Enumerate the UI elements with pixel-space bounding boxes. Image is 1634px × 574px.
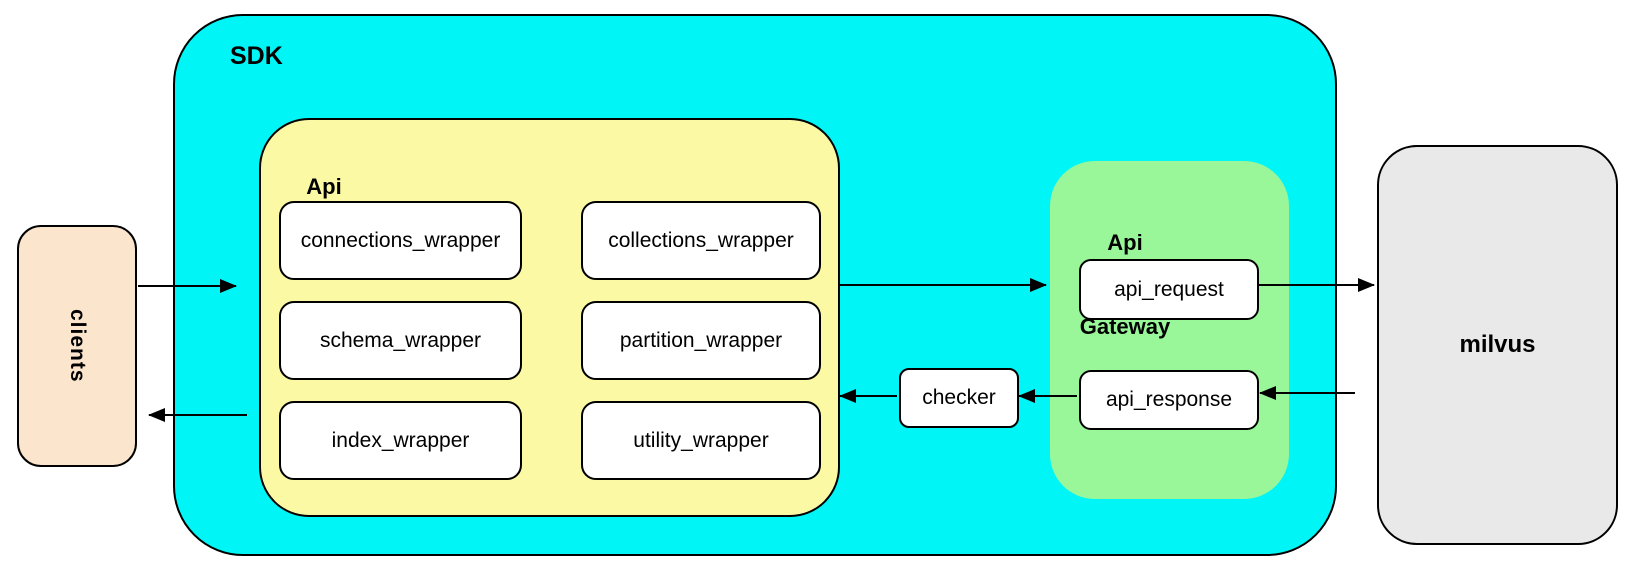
api-gateway-label-line1: Api [1107,230,1143,255]
milvus-label: milvus [1459,331,1536,358]
partition-wrapper-node: partition_wrapper [581,301,821,380]
schema-wrapper-node: schema_wrapper [279,301,522,380]
api-wrapper-label-line1: Api [306,174,342,199]
clients-label: clients [66,309,89,383]
connections-wrapper-node: connections_wrapper [279,201,522,280]
milvus-node: milvus [1377,145,1618,545]
checker-node: checker [899,368,1019,428]
utility-wrapper-node: utility_wrapper [581,401,821,480]
api-request-node: api_request [1079,259,1259,320]
index-wrapper-node: index_wrapper [279,401,522,480]
collections-wrapper-node: collections_wrapper [581,201,821,280]
sdk-label: SDK [230,42,283,70]
sdk-container: SDK Api Wrapper connections_wrapper coll… [173,14,1337,556]
api-response-node: api_response [1079,370,1259,430]
clients-node: clients [17,225,137,467]
api-gateway-container: Api Gateway api_request api_response [1050,161,1289,499]
api-wrapper-container: Api Wrapper connections_wrapper collecti… [259,118,840,517]
